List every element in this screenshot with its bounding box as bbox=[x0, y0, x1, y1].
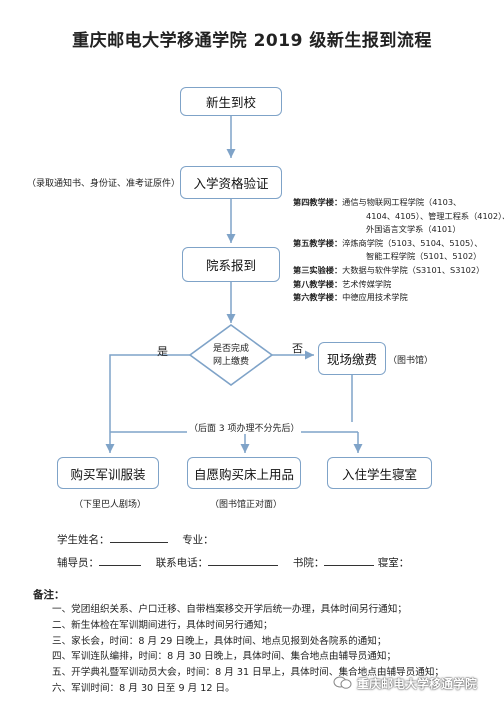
student-name-blank[interactable] bbox=[109, 532, 168, 543]
note-item: 二、新生体检在军训期间进行，具体时间另行通知； bbox=[52, 619, 273, 631]
dorm-label: 寝室： bbox=[377, 557, 410, 569]
step-buy-bedding: 自愿购买床上用品 bbox=[187, 457, 301, 489]
building-row: 第三实验楼：大数据与软件学院（S3101、S3102） bbox=[293, 264, 485, 275]
note-item: 一、党团组织关系、户口迁移、自带档案移交开学后统一办理，具体时间另行通知； bbox=[52, 604, 407, 615]
college-blank[interactable] bbox=[324, 555, 375, 566]
building-row: 外国语言文学系（4101） bbox=[366, 224, 461, 235]
note-item: 六、军训时间：8 月 30 日至 9 月 12 日。 bbox=[52, 682, 235, 694]
step-qualification-check-label: 入学资格验证 bbox=[193, 176, 269, 191]
building-row: 4104、4105）、管理工程系（4102）、 bbox=[366, 210, 504, 221]
decision-line-1: 是否完成 bbox=[212, 344, 249, 354]
building-row: 第八教学楼：艺术传媒学院 bbox=[293, 278, 392, 289]
qualification-documents-note: （录取通知书、身份证、准考证原件） bbox=[27, 179, 181, 189]
buy-bedding-location: （图书馆正对面） bbox=[210, 500, 283, 510]
phone-blank[interactable] bbox=[208, 555, 279, 566]
watermark-text: 重庆邮电大学移通学院 bbox=[357, 676, 478, 691]
step-buy-uniform-label: 购买军训服装 bbox=[70, 466, 146, 482]
building-row: 第五教学楼：淬炼商学院（5103、5104、5105）、 bbox=[293, 237, 483, 248]
building-row: 第六教学楼：中德应用技术学院 bbox=[293, 292, 408, 303]
phone-label: 联系电话： bbox=[155, 557, 209, 569]
notes-list: 一、党团组织关系、户口迁移、自带档案移交开学后统一办理，具体时间另行通知； 二、… bbox=[52, 602, 444, 697]
order-note: （后面 3 项办理不分先后） bbox=[187, 421, 302, 434]
step-department-registration-label: 院系报到 bbox=[205, 258, 256, 273]
notes-title: 备注： bbox=[33, 589, 65, 601]
step-move-into-dorm-label: 入住学生寝室 bbox=[341, 466, 417, 482]
note-item: 五、开学典礼暨军训动员大会，时间：8 月 31 日早上，具体时间、集合地点由辅导… bbox=[52, 667, 445, 679]
step-new-student-arrival-label: 新生到校 bbox=[205, 95, 256, 110]
counselor-label: 辅导员： bbox=[57, 557, 99, 569]
yes-label: 是 bbox=[157, 345, 168, 358]
college-label: 书院： bbox=[292, 557, 325, 569]
step-buy-uniform: 购买军训服装 bbox=[57, 457, 159, 489]
step-department-registration: 院系报到 bbox=[182, 247, 280, 282]
student-name-label: 学生姓名： bbox=[57, 534, 110, 546]
step-onsite-payment: 现场缴费 bbox=[318, 342, 386, 375]
decision-line-2: 网上缴费 bbox=[212, 357, 249, 367]
step-new-student-arrival: 新生到校 bbox=[180, 87, 282, 116]
note-item: 三、家长会，时间：8 月 29 日晚上，具体时间、地点见报到处各院系的通知； bbox=[52, 635, 387, 647]
decision-diamond bbox=[188, 324, 274, 386]
step-buy-bedding-label: 自愿购买床上用品 bbox=[193, 466, 294, 482]
form-row-2: 辅导员： 联系电话： 书院： 寝室： bbox=[57, 555, 409, 570]
buy-uniform-location: （下里巴人剧场） bbox=[74, 500, 147, 510]
decision-online-payment: 是否完成 网上缴费 bbox=[196, 343, 266, 369]
wechat-icon bbox=[333, 676, 352, 689]
counselor-blank[interactable] bbox=[99, 555, 141, 566]
building-row: 第四教学楼：通信与物联网工程学院（4103、 bbox=[293, 197, 462, 207]
arrow-yes bbox=[109, 354, 190, 422]
step-onsite-payment-label: 现场缴费 bbox=[326, 352, 377, 367]
form-row-1: 学生姓名： 专业： bbox=[57, 532, 214, 547]
onsite-payment-location: （图书馆） bbox=[388, 356, 434, 366]
step-qualification-check: 入学资格验证 bbox=[180, 166, 282, 199]
watermark: 重庆邮电大学移通学院 bbox=[333, 668, 501, 698]
building-row: 智能工程学院（5101、5102） bbox=[366, 251, 482, 262]
step-move-into-dorm: 入住学生寝室 bbox=[327, 457, 432, 489]
note-item: 四、军训连队编排，时间：8 月 30 日晚上，具体时间、集合地点由辅导员通知； bbox=[52, 651, 397, 663]
page-title: 重庆邮电大学移通学院 2019 级新生报到流程 bbox=[72, 31, 432, 51]
major-label: 专业： bbox=[182, 534, 214, 546]
no-label: 否 bbox=[292, 342, 303, 355]
building-list: 第四教学楼：通信与物联网工程学院（4103、 4104、4105）、管理工程系（… bbox=[293, 196, 504, 305]
